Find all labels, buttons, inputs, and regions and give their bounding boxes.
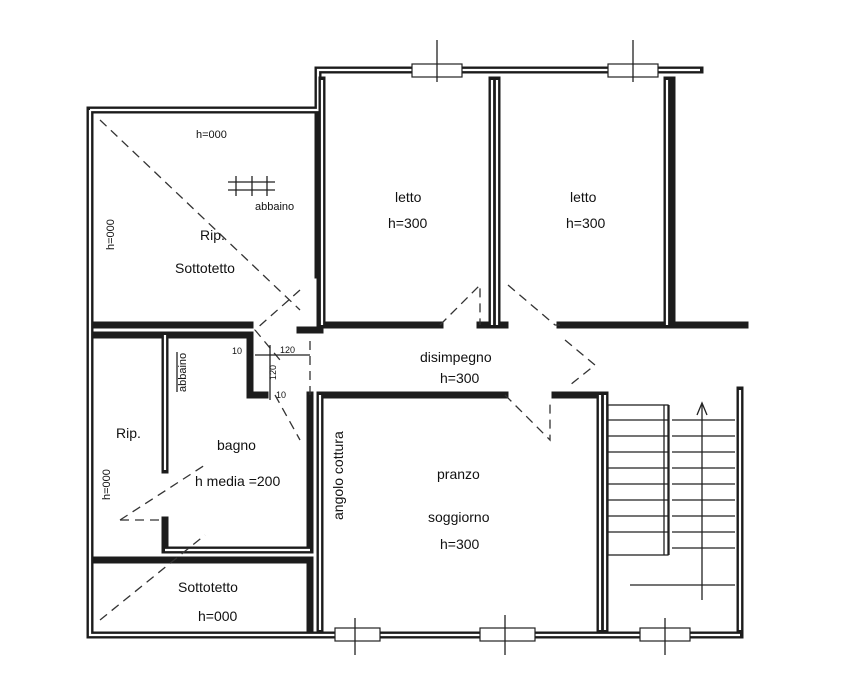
label-h-rip-top: h=000 <box>196 129 227 141</box>
dashed-lines <box>99 119 597 621</box>
wall-letto-2 <box>493 76 749 329</box>
label-angolo-cottura: angolo cottura <box>330 431 346 520</box>
label-bagno-h: h media =200 <box>195 473 280 489</box>
stairs <box>607 401 735 600</box>
abbaino-symbol <box>176 176 275 392</box>
label-letto-2: letto <box>570 189 597 205</box>
stair-arrow-icon <box>696 401 708 416</box>
dim-10-b: 10 <box>276 390 286 400</box>
wall-stairs <box>601 386 744 634</box>
label-pranzo-h: h=300 <box>440 536 480 552</box>
window-pranzo-2 <box>479 627 536 642</box>
dim-120-h: 120 <box>280 345 295 355</box>
label-disimpegno-h: h=300 <box>440 370 480 386</box>
label-sottotetto-top: Sottotetto <box>175 260 235 276</box>
label-bagno: bagno <box>217 437 256 453</box>
labels: h=000 h=000 abbaino Rip. Sottotetto lett… <box>101 129 606 624</box>
label-letto-1: letto <box>395 189 422 205</box>
label-rip-left-h: h=000 <box>101 469 113 500</box>
wall-sottotetto-bottom <box>91 556 314 634</box>
dim-10: 10 <box>232 346 242 356</box>
label-rip-left: Rip. <box>116 425 141 441</box>
label-letto-2-h: h=300 <box>566 215 606 231</box>
label-sottotetto-bottom: Sottotetto <box>178 579 238 595</box>
windows <box>334 40 691 655</box>
label-sottotetto-bottom-h: h=000 <box>198 608 238 624</box>
label-abbaino-left: abbaino <box>177 353 189 392</box>
window-pranzo-1 <box>334 627 381 642</box>
label-soggiorno: soggiorno <box>428 509 490 525</box>
label-letto-1-h: h=300 <box>388 215 428 231</box>
dimension-marks <box>255 345 310 400</box>
label-h-rip-side: h=000 <box>105 219 117 250</box>
label-pranzo: pranzo <box>437 466 480 482</box>
label-rip-top: Rip. <box>200 227 225 243</box>
label-disimpegno: disimpegno <box>420 349 492 365</box>
dim-120-v: 120 <box>268 365 278 380</box>
label-abbaino-top: abbaino <box>255 201 294 213</box>
walls <box>86 66 749 639</box>
